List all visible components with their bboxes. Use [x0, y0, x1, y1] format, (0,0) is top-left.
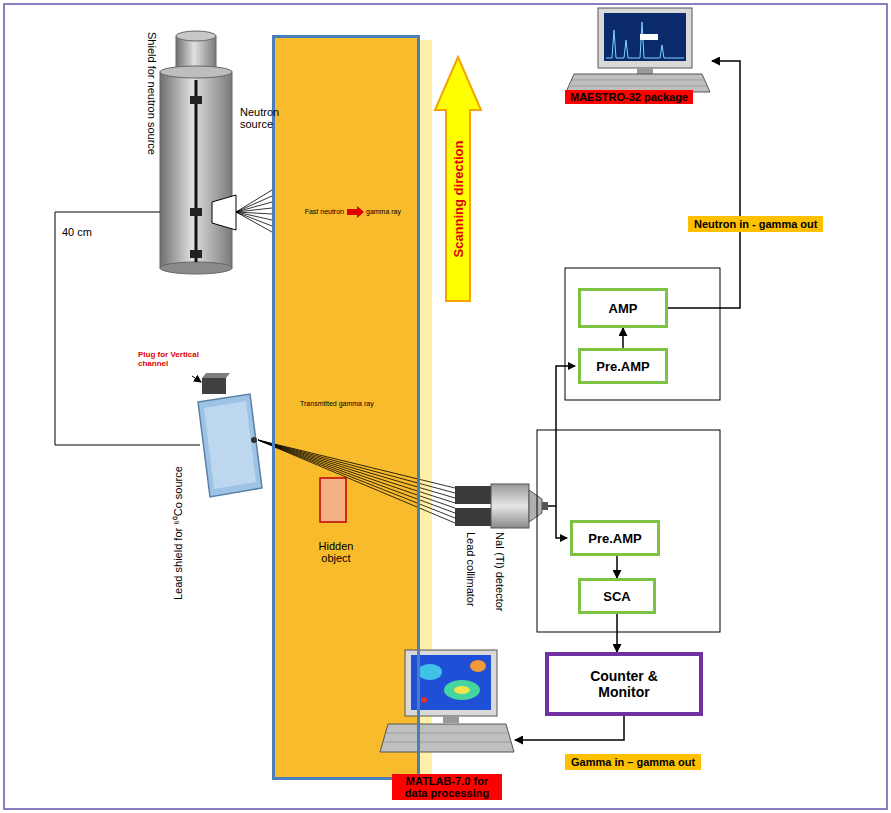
electronics-frame [565, 268, 720, 400]
amplifier-box: AMP [578, 288, 668, 328]
signal-tag: Neutron in - gamma out [688, 216, 823, 232]
node-text: AMP [609, 301, 638, 316]
part-label: Lead shield for ⁶⁰Co source [170, 466, 185, 600]
plug [202, 378, 226, 394]
neutron-shield [160, 31, 236, 274]
preamp-box: Pre.AMP [578, 348, 668, 384]
page-frame [4, 4, 887, 809]
sca-box: SCA [578, 578, 656, 614]
red-arrow [347, 206, 364, 218]
signal-connector [622, 328, 624, 348]
node-text: Neutron in - gamma out [694, 218, 817, 230]
plug-top [202, 373, 230, 378]
node-text: MAESTRO-32 package [565, 90, 693, 104]
lead-collimator [455, 508, 491, 526]
part-label: Shield for neutron source [146, 32, 158, 155]
part-label: Plug for Vertical channel [138, 350, 208, 368]
gamma-beam [258, 440, 455, 523]
signal-wires [548, 366, 575, 538]
neutron-beam [236, 190, 272, 232]
signal-tag: Gamma in – gamma out [565, 754, 701, 770]
scanned-panel [272, 35, 420, 780]
node-text: Scanning direction [451, 140, 466, 257]
lead-collimator [455, 486, 491, 504]
signal-connector [515, 716, 624, 740]
node-text: Transmitted gamma ray [300, 400, 374, 407]
node-text: Hidden object [305, 540, 367, 564]
scan-arrow: Scanning direction [433, 55, 483, 303]
node-text: Pre.AMP [588, 531, 641, 546]
part-label: Neutron source [240, 106, 295, 130]
lead-shield-face [204, 401, 256, 489]
electronics-frame [537, 430, 720, 632]
counter-box: Counter & Monitor [545, 652, 703, 716]
node-text: Counter & Monitor [582, 668, 667, 700]
computer [380, 650, 514, 752]
node-text: gamma ray [366, 208, 401, 215]
node-text: SCA [603, 589, 630, 604]
hidden-object: Hidden object [305, 478, 367, 588]
part-label: Lead collimator [465, 532, 477, 607]
computer-node: MAESTRO-32 package [560, 6, 712, 106]
part-label: NaI (Tl) detector [494, 532, 506, 611]
node-text: Pre.AMP [596, 359, 649, 374]
nai-detector [491, 484, 529, 528]
lead-shield [198, 394, 262, 497]
part-label: 40 cm [62, 226, 92, 238]
signal-connector [616, 556, 618, 578]
node-text: Gamma in – gamma out [571, 756, 695, 768]
node-text: Fast neutron [305, 208, 344, 215]
hidden-object-shape [320, 478, 346, 522]
node-text: MATLAB-7.0 for data processing [392, 774, 502, 800]
scanned-panel: Fast neutron gamma rayTransmitted gamma r… [272, 35, 420, 780]
preamp-box: Pre.AMP [570, 520, 660, 556]
computer-node: MATLAB-7.0 for data processing [380, 648, 515, 802]
detector-pin [542, 502, 548, 510]
dimension-lines [55, 212, 200, 445]
computer [566, 8, 710, 92]
signal-connector [616, 614, 618, 652]
detector-base [529, 490, 542, 522]
cobalt-source [251, 437, 257, 443]
plug-leader [192, 376, 201, 382]
